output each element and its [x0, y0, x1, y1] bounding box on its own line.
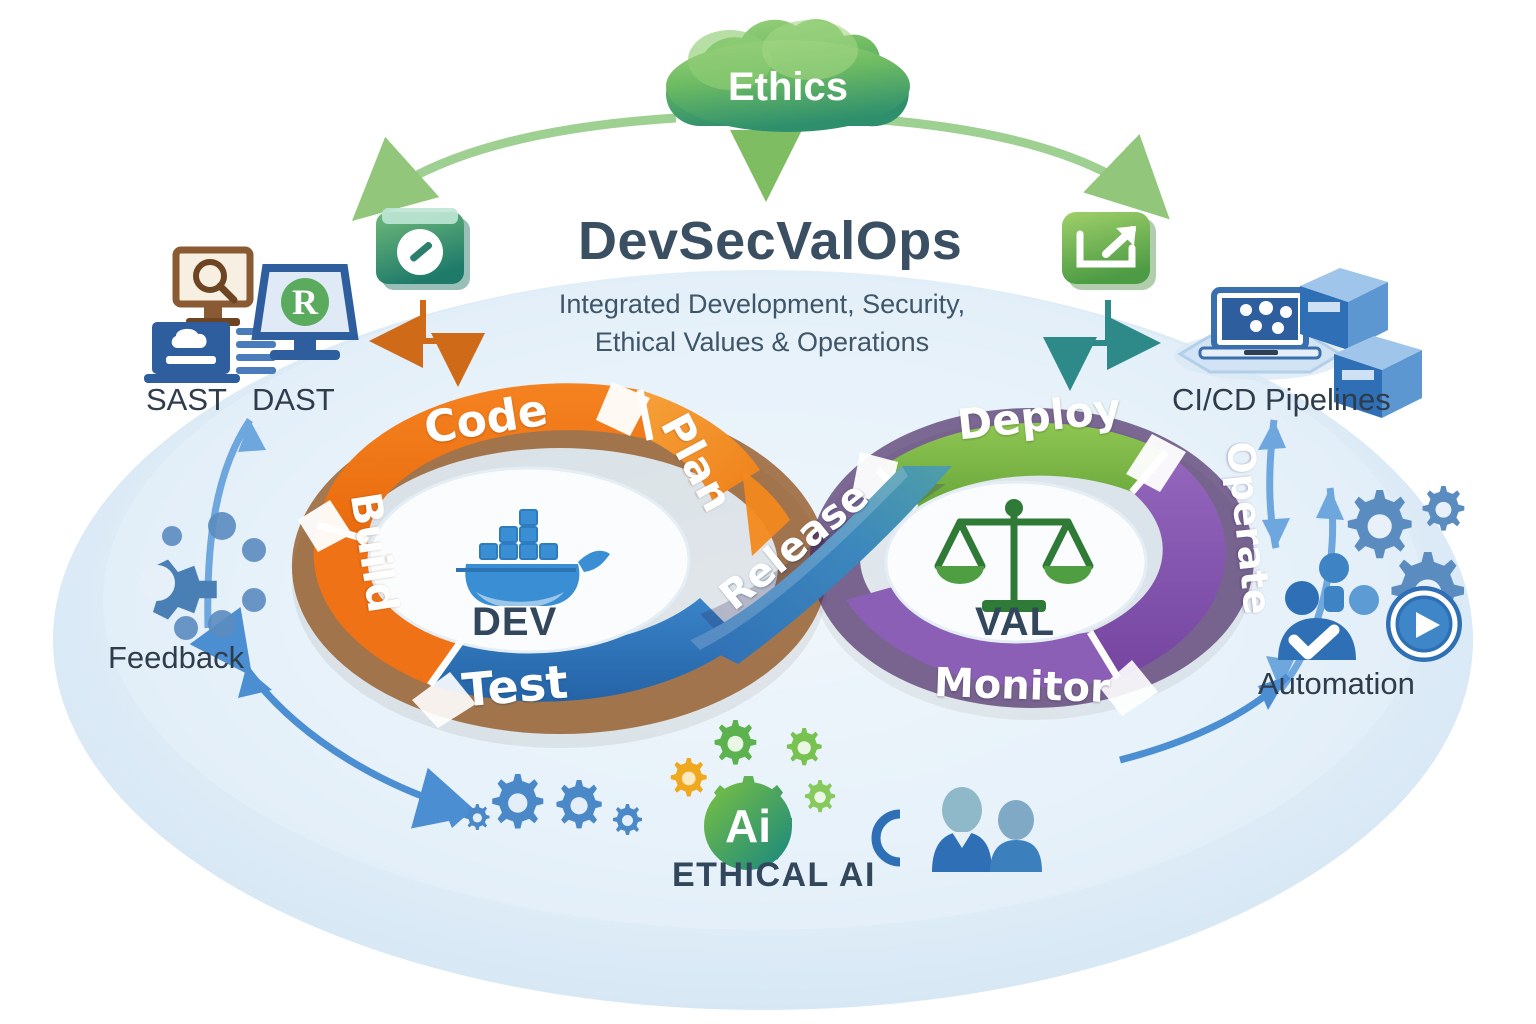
- security-block-icon: [376, 208, 470, 290]
- page-subtitle: Integrated Development, Security, Ethica…: [522, 285, 1002, 362]
- plan-crossover-sliver: [742, 470, 790, 556]
- segment-label-monitor[interactable]: Monitor: [933, 659, 1111, 713]
- runtime-scan-monitor-icon: R: [251, 264, 359, 360]
- label-ethical-ai: ETHICAL AI: [672, 856, 876, 894]
- subtitle-line-2: Ethical Values & Operations: [594, 327, 930, 358]
- laptop-report-icon: [144, 322, 276, 383]
- segment-deploy: [878, 422, 1166, 508]
- label-automation: Automation: [1258, 666, 1415, 701]
- segment-label-test[interactable]: Test: [459, 654, 570, 718]
- page-title: DevSecValOps: [578, 211, 963, 271]
- segment-release: [690, 466, 952, 664]
- container-boxes-icon: [1300, 268, 1422, 418]
- docker-whale-icon: [456, 509, 610, 608]
- ethics-arc-left: [351, 113, 677, 222]
- ethics-arc-right: [855, 113, 1170, 220]
- code-scan-monitor-icon: [172, 246, 254, 326]
- subtitle-line-1: Integrated Development, Security,: [558, 289, 966, 319]
- bottom-gears-icon: [465, 774, 642, 835]
- dev-core-label: DEV: [472, 600, 558, 644]
- label-dast: DAST: [252, 382, 335, 417]
- ai-gears-icon: Ai: [670, 720, 836, 870]
- feedback-arrow: [189, 607, 481, 829]
- segment-operate: [1090, 452, 1226, 678]
- gear-loop-icon: [139, 512, 266, 640]
- connector-left-orange: [369, 300, 485, 387]
- segment-test: [430, 598, 742, 702]
- export-arrow-icon: [1062, 212, 1156, 290]
- scales-of-justice-icon: [934, 499, 1094, 612]
- segment-code: [318, 383, 650, 540]
- label-sast: SAST: [146, 382, 227, 417]
- gears-people-play-icon: [1278, 486, 1465, 662]
- ethics-cloud: Ethics: [666, 19, 910, 132]
- val-core-label: VAL: [975, 600, 1056, 644]
- segment-plan: [640, 390, 760, 500]
- stakeholders-icon: [871, 787, 1042, 872]
- svg-text:Ai: Ai: [725, 800, 771, 852]
- ethics-cloud-label: Ethics: [728, 65, 848, 109]
- label-cicd: CI/CD Pipelines: [1172, 382, 1391, 417]
- label-feedback: Feedback: [108, 640, 245, 675]
- svg-text:R: R: [292, 282, 319, 322]
- connector-right-teal: [1043, 300, 1161, 391]
- laptop-containers-icon: [1174, 287, 1346, 380]
